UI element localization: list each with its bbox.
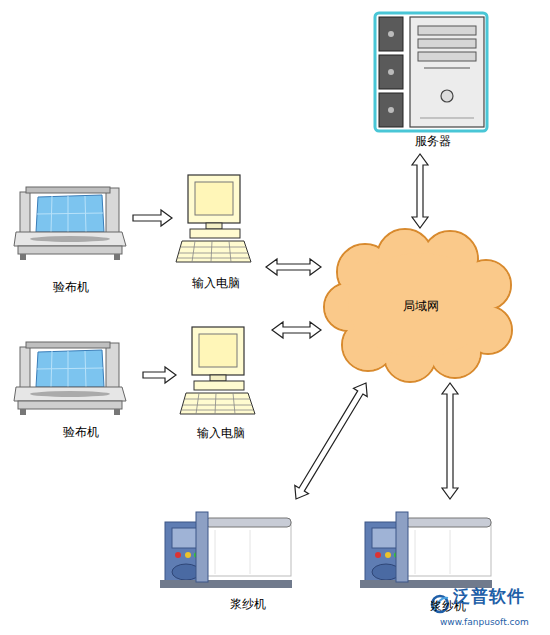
hollow-arrow — [143, 367, 176, 383]
server-icon: 服务器 — [370, 8, 495, 148]
hollow-arrow — [266, 259, 321, 275]
hollow-arrow — [442, 383, 458, 499]
input-computer: 输入电脑 — [175, 170, 257, 290]
node-label: 浆纱机 — [230, 597, 266, 611]
watermark: 泛普软件 — [453, 585, 525, 608]
input-computer: 输入电脑 — [179, 322, 263, 440]
hollow-arrow — [412, 154, 428, 228]
inspection-machine: 验布机 — [22, 337, 140, 439]
node-label: 服务器 — [415, 134, 451, 148]
lan-cloud: 局域网 — [330, 234, 512, 377]
inspection-machine: 验布机 — [12, 182, 130, 294]
hollow-arrow — [272, 322, 321, 338]
sizing-machine: 浆纱机 — [178, 505, 318, 611]
watermark-url: www.fanpusoft.com — [440, 617, 529, 627]
hollow-arrow — [295, 383, 367, 499]
node-label: 验布机 — [63, 425, 99, 439]
node-label: 局域网 — [403, 299, 439, 313]
node-label: 输入电脑 — [192, 276, 240, 290]
node-label: 输入电脑 — [197, 426, 245, 440]
hollow-arrow — [133, 210, 172, 226]
node-label: 验布机 — [53, 280, 89, 294]
